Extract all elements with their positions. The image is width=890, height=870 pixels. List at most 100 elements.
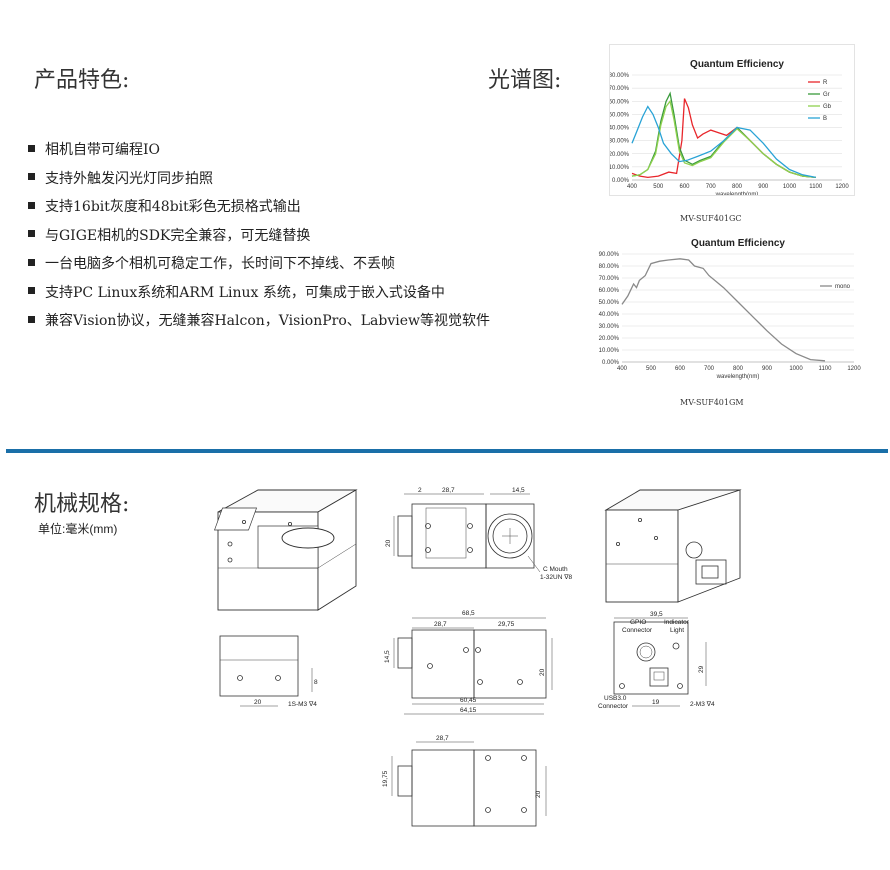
legend-label: R (823, 80, 828, 86)
dim-mid-685: 68,5 (462, 610, 475, 617)
mono-model-label: MV-SUF401GM (680, 398, 744, 407)
dim-mid-2975: 29,75 (498, 621, 515, 628)
y-tick-label: 0.00% (602, 360, 620, 366)
dim-back-gpio2: Connector (622, 627, 653, 634)
series-line-Gb (631, 99, 816, 179)
x-tick-label: 600 (675, 366, 686, 372)
x-tick-label: 500 (653, 184, 664, 190)
side-view-low: 28,7 19,75 20 (382, 735, 547, 827)
x-tick-label: 1200 (835, 184, 849, 190)
side-view-lens: 2 28,7 14,5 20 C Mouth 1-32UN ∇8 (385, 487, 573, 581)
y-tick-label: 50.00% (610, 112, 630, 118)
dim-low-20: 20 (535, 790, 542, 798)
dim-low-1975: 19,75 (382, 770, 389, 787)
y-tick-label: 40.00% (599, 312, 620, 318)
y-tick-label: 10.00% (610, 165, 630, 171)
y-tick-label: 60.00% (599, 288, 620, 294)
legend-label: mono (835, 284, 851, 290)
feature-text: 兼容Vision协议，无缝兼容Halcon，VisionPro、Labview等… (45, 313, 491, 329)
y-tick-label: 20.00% (599, 336, 620, 342)
feature-item: 支持外触发闪光灯同步拍照 (28, 169, 490, 198)
x-tick-label: 1000 (783, 184, 797, 190)
bullet-icon (28, 144, 35, 152)
dim-cmouth: C Mouth (543, 566, 568, 573)
x-axis-label: wavelength(nm) (715, 192, 759, 195)
feature-text: 一台电脑多个相机可稳定工作，长时间下不掉线、不丢帧 (45, 256, 395, 272)
dim-back-395: 39,5 (650, 611, 663, 618)
dim-top-287: 28,7 (442, 487, 455, 494)
bullet-icon (28, 258, 35, 266)
x-tick-label: 800 (733, 366, 744, 372)
feature-item: 相机自带可编程IO (28, 140, 490, 169)
dim-top-2: 2 (418, 487, 422, 494)
y-tick-label: 90.00% (599, 252, 620, 258)
feature-text: 与GIGE相机的SDK完全兼容，可无缝替换 (45, 227, 311, 244)
dim-back-gpio: GPIO (630, 619, 646, 626)
feature-item: 支持16bit灰度和48bit彩色无损格式输出 (28, 197, 490, 226)
legend-label: B (823, 116, 827, 122)
bullet-icon (28, 287, 35, 294)
section-divider (6, 449, 888, 453)
x-tick-label: 900 (758, 184, 769, 190)
back-view: 39,5 GPIO Connector Indicator Light 29 U… (598, 611, 715, 710)
x-tick-label: 1200 (847, 366, 861, 372)
mechanical-drawings: 2 28,7 14,5 20 C Mouth 1-32UN ∇8 20 8 1S… (214, 487, 742, 827)
dim-back-ind2: Light (670, 627, 684, 634)
dim-back-usb: USB3.0 (604, 695, 627, 702)
x-tick-label: 900 (762, 366, 773, 372)
mono-qe-chart: Quantum Efficiency 0.00% 10.00% 20.00% 30.00… (594, 226, 862, 386)
dim-mid-6045: 60,45 (460, 697, 477, 704)
x-tick-label: 1100 (819, 366, 833, 372)
y-tick-label: 30.00% (610, 139, 630, 145)
color-model-label: MV-SUF401GC (680, 214, 742, 223)
iso-back-view (604, 489, 742, 603)
feature-text: 相机自带可编程IO (45, 142, 161, 158)
x-tick-label: 400 (627, 184, 638, 190)
series-line-mono (621, 258, 826, 362)
feature-item: 与GIGE相机的SDK完全兼容，可无缝替换 (28, 226, 490, 255)
x-tick-label: 1100 (809, 184, 823, 190)
bottom-view: 20 8 1S-M3 ∇4 (219, 635, 318, 708)
x-tick-label: 700 (706, 184, 717, 190)
color-qe-chart-svg: Quantum Efficiency0.00%10.00%20.00%30.00… (609, 59, 850, 198)
dim-bottom-thread: 1S-M3 ∇4 (288, 700, 317, 708)
legend-label: Gb (823, 104, 832, 110)
chart-title: Quantum Efficiency (691, 238, 785, 249)
series-line-B (631, 105, 816, 179)
series-line-R (631, 98, 816, 179)
dim-mid-6415: 64,15 (460, 707, 477, 714)
y-tick-label: 60.00% (610, 99, 630, 105)
y-tick-label: 80.00% (610, 73, 630, 79)
legend-label: Gr (823, 92, 830, 98)
dim-bottom-8: 8 (314, 679, 318, 686)
y-tick-label: 10.00% (599, 348, 620, 354)
dim-back-19: 19 (652, 699, 660, 706)
feature-item: 一台电脑多个相机可稳定工作，长时间下不掉线、不丢帧 (28, 254, 490, 283)
dim-mid-145: 14,5 (384, 650, 391, 663)
dim-top-20: 20 (385, 539, 392, 547)
features-title: 产品特色: (34, 68, 130, 93)
y-tick-label: 0.00% (612, 178, 630, 184)
unit-label: 单位:毫米(mm) (38, 522, 118, 536)
dim-top-145: 14,5 (512, 487, 525, 494)
side-view-mid: 68,5 28,7 29,75 14,5 20 60,45 64,15 (384, 610, 553, 715)
feature-text: 支持外触发闪光灯同步拍照 (45, 170, 213, 187)
dim-cmouth-thread: 1-32UN ∇8 (540, 573, 573, 581)
x-axis-label: wavelength(nm) (716, 374, 760, 380)
bullet-icon (28, 230, 35, 237)
feature-text: 支持16bit灰度和48bit彩色无损格式输出 (45, 199, 301, 215)
y-tick-label: 20.00% (610, 152, 630, 158)
x-tick-label: 500 (646, 366, 657, 372)
dim-back-ind: Indicator (664, 619, 690, 626)
y-tick-label: 70.00% (599, 276, 620, 282)
y-tick-label: 50.00% (599, 300, 620, 306)
dim-back-usb2: Connector (598, 703, 629, 710)
dim-mid-287: 28,7 (434, 621, 447, 628)
y-tick-label: 30.00% (599, 324, 620, 330)
y-tick-label: 70.00% (610, 86, 630, 92)
bullet-icon (28, 315, 35, 323)
dim-low-287: 28,7 (436, 735, 449, 742)
bullet-icon (28, 173, 35, 180)
mech-title: 机械规格: (34, 492, 130, 517)
